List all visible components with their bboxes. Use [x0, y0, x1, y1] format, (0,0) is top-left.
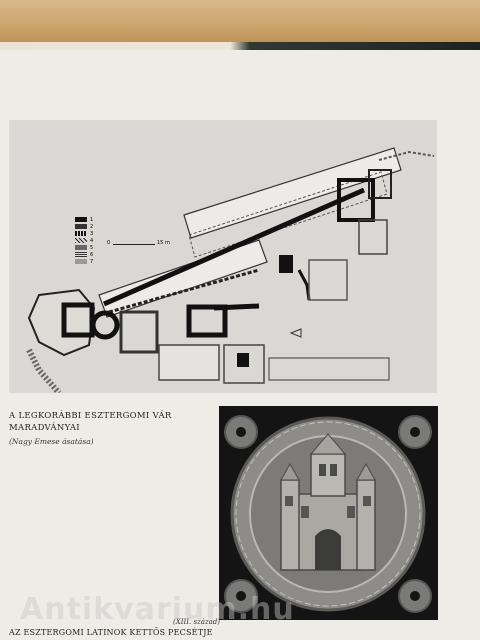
legend-label: 4 — [90, 237, 94, 244]
legend-swatch — [75, 231, 87, 236]
ground-plan-drawing — [26, 147, 435, 393]
legend-swatch — [75, 259, 87, 264]
legend-label: 7 — [90, 258, 94, 265]
legend-swatch — [75, 224, 87, 229]
legend-label: 5 — [90, 244, 94, 251]
scale-bar: 0 15 m — [107, 240, 177, 252]
legend-swatch — [75, 245, 87, 250]
legend-label: 2 — [90, 223, 94, 230]
scale-end-label: 15 m — [157, 240, 170, 246]
plan-caption-credit: (Nagy Emese ásatása) — [9, 437, 94, 446]
legend-swatch — [75, 252, 87, 257]
castle-ground-plan: 1 2 3 4 5 6 7 — [9, 120, 437, 393]
scale-line — [113, 244, 155, 245]
legend-item: 3 — [75, 230, 105, 237]
legend-item: 6 — [75, 251, 105, 258]
seal-caption-title: AZ ESZTERGOMI LATINOK KETTŐS PECSÉTJE — [9, 628, 213, 637]
legend-item: 5 — [75, 244, 105, 251]
plan-legend: 1 2 3 4 5 6 7 — [75, 216, 105, 265]
book-page: 1 2 3 4 5 6 7 — [0, 50, 480, 640]
seal-image — [224, 415, 432, 613]
watermark-text: Antikvarium.hu — [20, 592, 295, 627]
legend-swatch — [75, 217, 87, 222]
legend-item: 1 — [75, 216, 105, 223]
legend-label: 3 — [90, 230, 94, 237]
plan-caption-line1: A LEGKORÁBBI ESZTERGOMI VÁR — [9, 411, 172, 421]
legend-label: 1 — [90, 216, 94, 223]
scale-start-label: 0 — [107, 240, 111, 246]
legend-item: 4 — [75, 237, 105, 244]
plan-caption-line2: MARADVÁNYAI — [9, 423, 80, 433]
double-seal-photo — [219, 406, 438, 620]
legend-item: 2 — [75, 223, 105, 230]
legend-item: 7 — [75, 258, 105, 265]
legend-label: 6 — [90, 251, 94, 258]
legend-swatch — [75, 238, 87, 243]
table-surface — [0, 0, 480, 46]
book-edge — [0, 42, 480, 50]
plan-caption-title: A LEGKORÁBBI ESZTERGOMI VÁR MARADVÁNYAI — [9, 410, 214, 434]
seal-century: (XIII. század) — [173, 618, 220, 626]
